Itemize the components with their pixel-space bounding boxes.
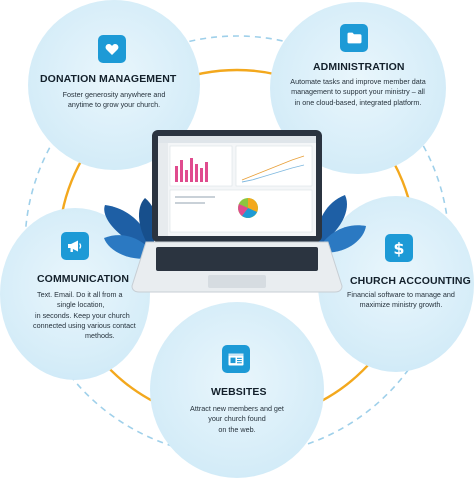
websites-bubble	[150, 302, 324, 478]
communication-line: Text. Email. Do it all from a	[37, 290, 123, 299]
communication-line: single location,	[57, 300, 105, 310]
administration-description: Automate tasks and improve member data m…	[280, 77, 436, 108]
communication-title: COMMUNICATION	[37, 273, 130, 285]
webpage-icon	[222, 345, 250, 373]
heart-icon	[98, 35, 126, 63]
donation-description: Foster generosity anywhere and anytime t…	[40, 90, 188, 111]
administration-line: Automate tasks and improve member data	[290, 77, 426, 86]
dollar-icon: $	[385, 234, 413, 262]
communication-line: methods.	[85, 331, 115, 341]
administration-line: in one cloud-based, integrated platform.	[294, 97, 422, 107]
donation-title: DONATION MANAGEMENT	[40, 73, 177, 85]
administration-title: ADMINISTRATION	[313, 61, 405, 73]
accounting-line: maximize ministry growth.	[359, 300, 443, 310]
megaphone-icon	[61, 232, 89, 260]
websites-line: Attract new members and get	[190, 404, 284, 413]
administration-line: management to support your ministry – al…	[291, 87, 425, 97]
donation-line: anytime to grow your church.	[67, 100, 161, 110]
donation-line: Foster generosity anywhere and	[62, 90, 166, 99]
communication-line: in seconds. Keep your church	[35, 310, 130, 320]
communication-line: connected using various contact	[33, 320, 136, 330]
accounting-line: Financial software to manage and	[347, 290, 455, 299]
accounting-description: Financial software to manage and maximiz…	[340, 290, 462, 311]
websites-line: your church found	[208, 414, 266, 424]
communication-description: Text. Email. Do it all from a single loc…	[33, 290, 163, 341]
folder-icon	[340, 24, 368, 52]
websites-line: on the web.	[218, 424, 256, 434]
websites-title: WEBSITES	[211, 386, 267, 398]
websites-description: Attract new members and get your church …	[170, 404, 304, 435]
accounting-title: CHURCH ACCOUNTING	[350, 275, 471, 287]
donation-bubble	[28, 0, 200, 170]
